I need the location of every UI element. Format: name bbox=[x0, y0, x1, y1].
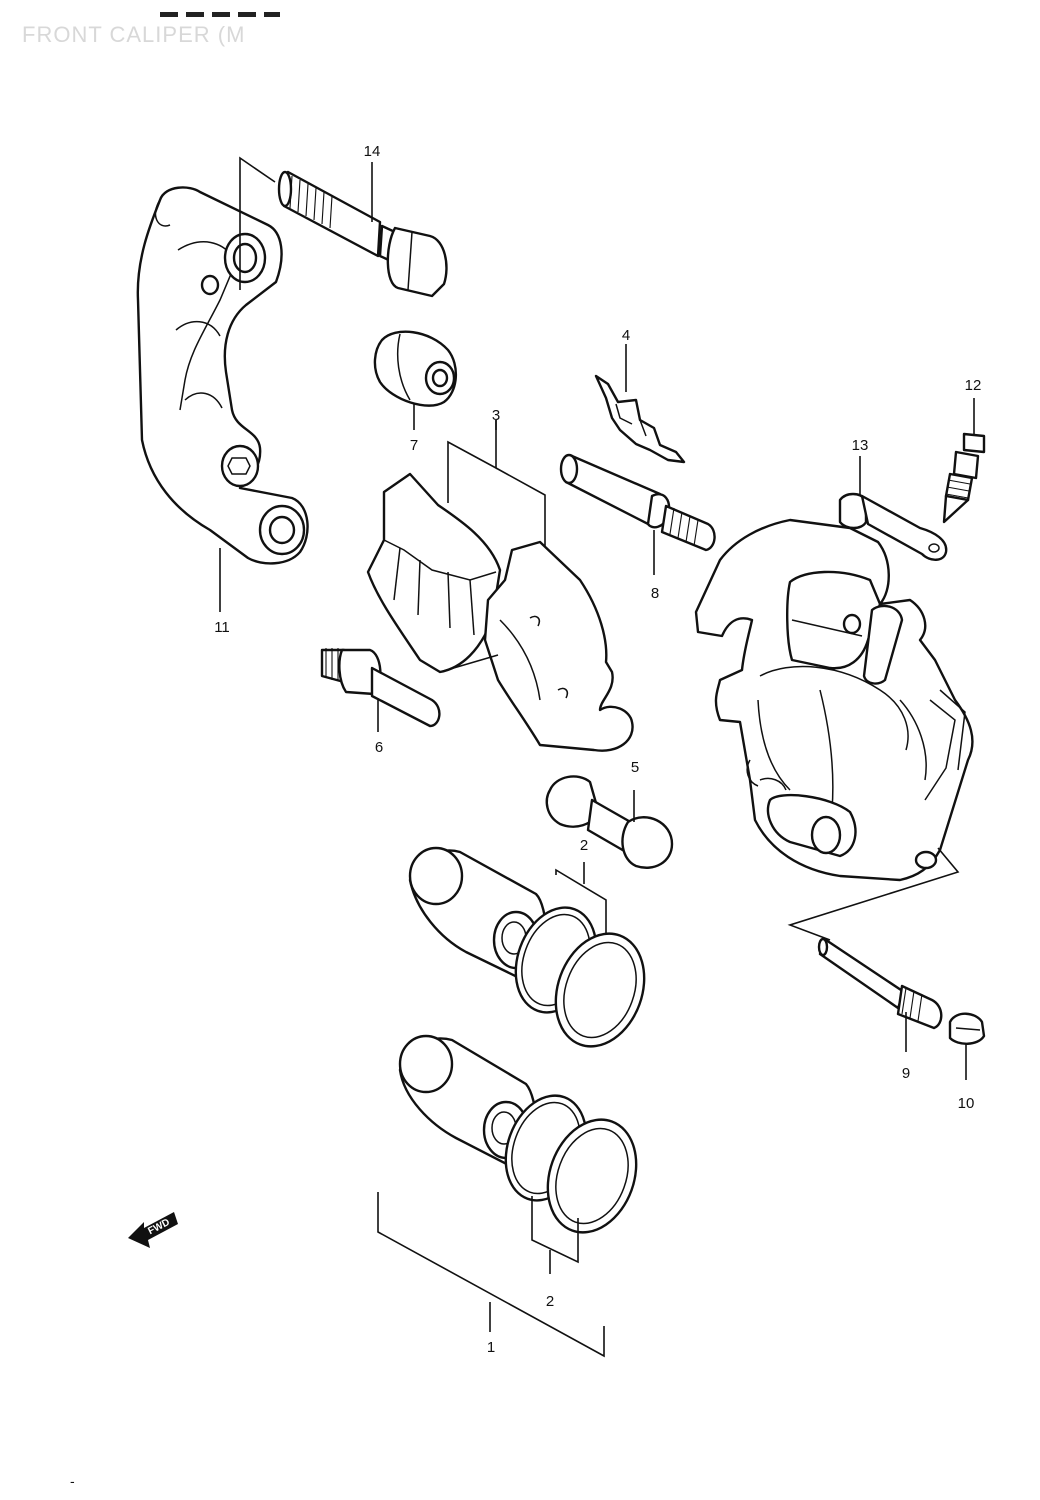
slide-pin-part-6 bbox=[320, 648, 441, 728]
callout-2-upper: 2 bbox=[580, 837, 588, 854]
callout-11: 11 bbox=[214, 619, 230, 636]
forward-direction-arrow-icon: FWD bbox=[128, 1212, 178, 1248]
caliper-body bbox=[694, 518, 974, 882]
callout-14: 14 bbox=[364, 143, 381, 160]
callout-2-lower: 2 bbox=[546, 1293, 554, 1310]
slide-pin-part-8 bbox=[559, 453, 716, 552]
callout-4: 4 bbox=[622, 327, 630, 344]
bleeder-cap-part-13 bbox=[838, 492, 948, 561]
callout-7: 7 bbox=[410, 437, 418, 454]
footer-mark: - bbox=[70, 1473, 75, 1489]
pin-plug-part-10 bbox=[948, 1012, 986, 1045]
dust-seal-upper bbox=[554, 932, 646, 1048]
callout-12: 12 bbox=[965, 377, 982, 394]
pad-spring-part-4 bbox=[594, 374, 686, 464]
boot-part-7 bbox=[373, 330, 457, 407]
callout-9: 9 bbox=[902, 1065, 910, 1082]
bleeder-valve-part-12 bbox=[942, 432, 986, 524]
callout-8: 8 bbox=[651, 585, 659, 602]
title-underline-mark bbox=[160, 12, 280, 17]
piston-lower bbox=[398, 1034, 538, 1176]
callout-10: 10 bbox=[958, 1095, 975, 1112]
slide-pin-part-9 bbox=[817, 937, 943, 1030]
svg-text:FWD: FWD bbox=[146, 1217, 171, 1237]
dust-seal-lower bbox=[546, 1118, 638, 1234]
callout-3: 3 bbox=[492, 407, 500, 424]
callout-6: 6 bbox=[375, 739, 383, 756]
callout-5: 5 bbox=[631, 759, 639, 776]
caliper-bracket-part-11 bbox=[136, 186, 309, 565]
page-title: FRONT CALIPER (M bbox=[22, 22, 246, 47]
brake-pad-set-part-3 bbox=[366, 420, 634, 752]
bolt-part-14 bbox=[277, 170, 448, 298]
callout-13: 13 bbox=[852, 437, 869, 454]
callout-1: 1 bbox=[487, 1339, 495, 1356]
bolt-part-5 bbox=[545, 775, 674, 869]
